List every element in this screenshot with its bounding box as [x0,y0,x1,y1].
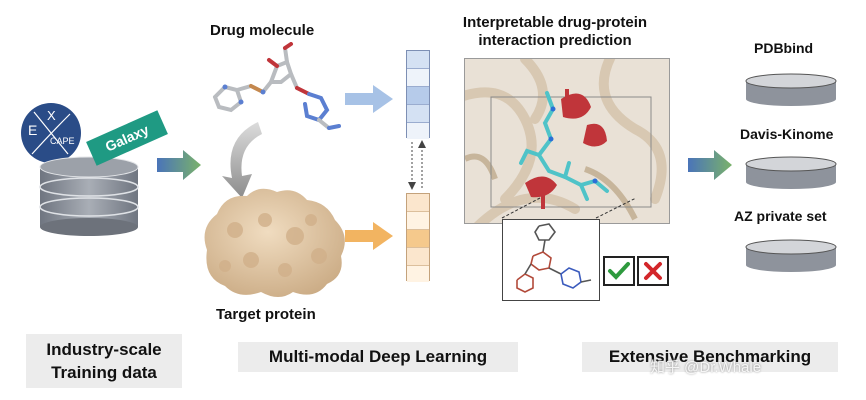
zoom-connector [500,196,640,220]
gradient-arrow-icon [688,150,732,180]
galaxy-label: Galaxy [102,121,152,155]
blue-arrow-icon [345,85,393,113]
check-icon [603,256,635,286]
watermark: 知乎 @Dr.Whale [650,359,762,376]
curved-arrow-icon [218,120,278,200]
excape-letter-x: X [47,108,56,123]
industry-scale-line1: Industry-scale [46,340,162,359]
excape-letter-cape: CAPE [50,136,75,146]
ligand-2d-image [502,219,600,301]
multimodal-box: Multi-modal Deep Learning [238,342,518,372]
interpretable-title: Interpretable drug-protein interaction p… [462,14,648,49]
target-protein-image [195,180,355,305]
extensive-benchmarking-label: Extensive Benchmarking [608,347,812,366]
drug-embedding-vector [406,50,430,139]
protein-embedding-vector [406,193,430,282]
drug-molecule-label: Drug molecule [210,22,315,39]
benchmark-dataset-icon [744,238,838,274]
orange-arrow-icon [345,222,393,250]
industry-scale-box: Industry-scale Training data [26,334,182,388]
cross-icon [637,256,669,286]
excape-letter-e: E [28,122,38,138]
industry-scale-line2: Training data [51,363,157,382]
excape-logo: E X CAPE [20,102,82,164]
benchmark-label-davis-kinome: Davis-Kinome [740,126,834,142]
benchmark-label-az-private: AZ private set [734,208,827,224]
extensive-benchmarking-box: Extensive Benchmarking [582,342,838,372]
multimodal-label: Multi-modal Deep Learning [268,347,488,366]
gradient-arrow-icon [157,150,201,180]
benchmark-dataset-icon [744,155,838,191]
target-protein-label: Target protein [216,306,316,323]
drug-molecule-image [205,42,345,137]
benchmark-dataset-icon [744,72,838,108]
benchmark-label-pdbbind: PDBbind [754,40,814,56]
database-icon [38,155,140,237]
complex-structure-image [464,58,670,224]
attention-arrows-icon [406,138,428,192]
